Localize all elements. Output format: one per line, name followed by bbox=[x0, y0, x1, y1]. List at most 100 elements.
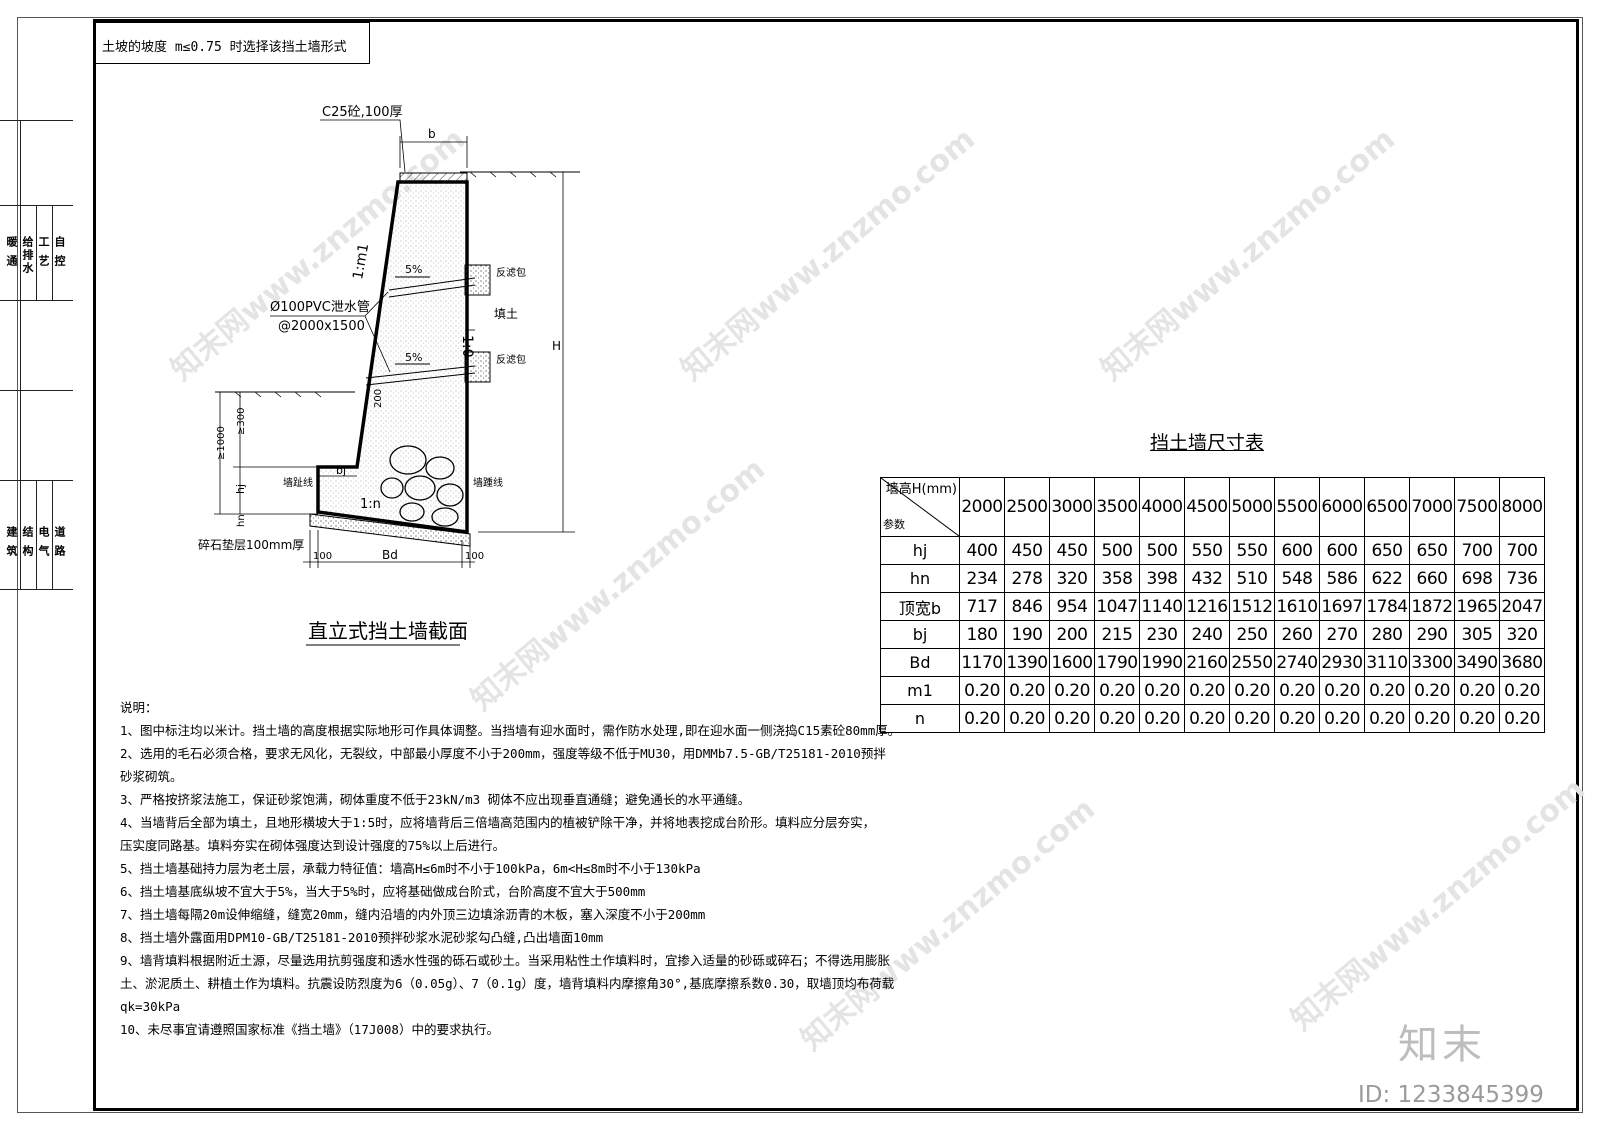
table-cell: 0.20 bbox=[959, 704, 1005, 733]
table-cell: 0.20 bbox=[1454, 704, 1500, 733]
table-cell: 230 bbox=[1139, 620, 1185, 649]
note-line: 压实度同路基。填料夯实在砌体强度达到设计强度的75%以上后进行。 bbox=[120, 838, 506, 853]
label-cap: C25砼,100厚 bbox=[322, 105, 403, 120]
stamp-divider bbox=[20, 120, 21, 590]
stamp-label: 建 筑 bbox=[5, 526, 18, 558]
table-cell: 0.20 bbox=[1499, 676, 1545, 705]
table-cell: 0.20 bbox=[1094, 676, 1140, 705]
table-cell: 2930 bbox=[1319, 648, 1365, 677]
label-hj: hj bbox=[234, 484, 247, 494]
stamp-cell bbox=[0, 300, 73, 390]
table-cell: 240 bbox=[1184, 620, 1230, 649]
header-note: 土坡的坡度 m≤0.75 时选择该挡土墙形式 bbox=[102, 40, 347, 55]
note-line: 2、选用的毛石必须合格，要求无风化，无裂纹，中部最小厚度不小于200mm，强度等… bbox=[120, 746, 886, 761]
table-cell: 0.20 bbox=[1004, 704, 1050, 733]
table-cell: 260 bbox=[1274, 620, 1320, 649]
stamp-label: 自 控 bbox=[53, 236, 66, 268]
stamp-label: 给排水 bbox=[21, 236, 34, 275]
table-cell: 0.20 bbox=[1274, 676, 1320, 705]
table-row-label: Bd bbox=[880, 648, 960, 677]
table-cell: 1784 bbox=[1364, 592, 1410, 621]
table-row-label: m1 bbox=[880, 676, 960, 705]
pipe-leader bbox=[364, 291, 389, 317]
note-line: 土、淤泥质土、耕植土作为填料。抗震设防烈度为6（0.05g）、7（0.1g）度，… bbox=[120, 976, 895, 991]
table-cell: 180 bbox=[959, 620, 1005, 649]
table-corner-bottom: 参数 bbox=[883, 518, 905, 531]
label-1000: ≥1000 bbox=[216, 426, 227, 460]
note-line: 7、挡土墙每隔20m设伸缩缝，缝宽20mm，缝内沿墙的内外顶三边填涂沥青的木板，… bbox=[120, 907, 706, 922]
table-cell: 700 bbox=[1454, 536, 1500, 565]
table-cell: 1872 bbox=[1409, 592, 1455, 621]
label-drain-slope: 5% bbox=[405, 351, 422, 364]
table-cell: 215 bbox=[1094, 620, 1140, 649]
stamp-cell bbox=[0, 120, 73, 195]
table-cell: 432 bbox=[1184, 564, 1230, 593]
table-cell: 0.20 bbox=[1049, 704, 1095, 733]
table-cell: 0.20 bbox=[1184, 704, 1230, 733]
table-column-header: 6000 bbox=[1319, 477, 1365, 537]
table-column-header: 5000 bbox=[1229, 477, 1275, 537]
table-cell: 358 bbox=[1094, 564, 1140, 593]
table-corner-cell: 墙高H(mm)参数 bbox=[880, 477, 960, 537]
table-cell: 0.20 bbox=[1409, 704, 1455, 733]
table-cell: 1965 bbox=[1454, 592, 1500, 621]
label-H: H bbox=[552, 339, 561, 353]
table-cell: 500 bbox=[1139, 536, 1185, 565]
drawing-outer-border bbox=[17, 17, 1583, 1113]
stamp-label: 结 构 bbox=[21, 526, 34, 558]
label-bj: bj bbox=[336, 464, 346, 477]
brand-id: ID: 1233845399 bbox=[1358, 1082, 1544, 1108]
table-cell: 0.20 bbox=[1364, 676, 1410, 705]
filter-bag bbox=[464, 351, 491, 383]
table-cell: 600 bbox=[1274, 536, 1320, 565]
table-cell: 0.20 bbox=[959, 676, 1005, 705]
table-cell: 3490 bbox=[1454, 648, 1500, 677]
table-cell: 0.20 bbox=[1139, 676, 1185, 705]
table-row-label: hj bbox=[880, 536, 960, 565]
table-cell: 717 bbox=[959, 592, 1005, 621]
table-cell: 954 bbox=[1049, 592, 1095, 621]
stamp-divider bbox=[52, 205, 53, 300]
table-cell: 0.20 bbox=[1364, 704, 1410, 733]
table-cell: 0.20 bbox=[1454, 676, 1500, 705]
label-filter-bag: 反滤包 bbox=[496, 266, 526, 279]
table-cell: 550 bbox=[1229, 536, 1275, 565]
table-cell: 2047 bbox=[1499, 592, 1545, 621]
table-cell: 2740 bbox=[1274, 648, 1320, 677]
table-cell: 736 bbox=[1499, 564, 1545, 593]
table-cell: 400 bbox=[959, 536, 1005, 565]
table-cell: 650 bbox=[1364, 536, 1410, 565]
table-cell: 270 bbox=[1319, 620, 1365, 649]
label-hn: hn bbox=[236, 514, 247, 527]
table-cell: 698 bbox=[1454, 564, 1500, 593]
notes-heading: 说明： bbox=[120, 700, 158, 715]
note-line: 4、当墙背后全部为填土，且地形横坡大于1:5时，应将墙背后三倍墙高范围内的植被铲… bbox=[120, 815, 876, 830]
label-300: ≥300 bbox=[236, 408, 247, 435]
table-cell: 650 bbox=[1409, 536, 1455, 565]
table-cell: 660 bbox=[1409, 564, 1455, 593]
wall-fill bbox=[318, 182, 467, 532]
label-100: 100 bbox=[313, 551, 332, 562]
table-cell: 250 bbox=[1229, 620, 1275, 649]
table-cell: 510 bbox=[1229, 564, 1275, 593]
table-cell: 0.20 bbox=[1499, 704, 1545, 733]
filter-bag bbox=[464, 264, 491, 296]
table-cell: 3110 bbox=[1364, 648, 1410, 677]
note-line: 砂浆砌筑。 bbox=[120, 769, 183, 784]
dimension-lines bbox=[214, 136, 575, 568]
note-line: 10、未尽事宜请遵照国家标准《挡土墙》（17J008）中的要求执行。 bbox=[120, 1022, 499, 1037]
table-cell: 846 bbox=[1004, 592, 1050, 621]
table-cell: 2160 bbox=[1184, 648, 1230, 677]
stamp-label: 工 艺 bbox=[37, 236, 50, 268]
table-cell: 0.20 bbox=[1094, 704, 1140, 733]
table-cell: 0.20 bbox=[1004, 676, 1050, 705]
stamp-cell-top-group: 暖 通 给排水 工 艺 自 控 bbox=[0, 205, 73, 300]
table-cell: 234 bbox=[959, 564, 1005, 593]
table-cell: 0.20 bbox=[1319, 676, 1365, 705]
note-line: qk=30kPa bbox=[120, 999, 181, 1014]
table-cell: 0.20 bbox=[1049, 676, 1095, 705]
